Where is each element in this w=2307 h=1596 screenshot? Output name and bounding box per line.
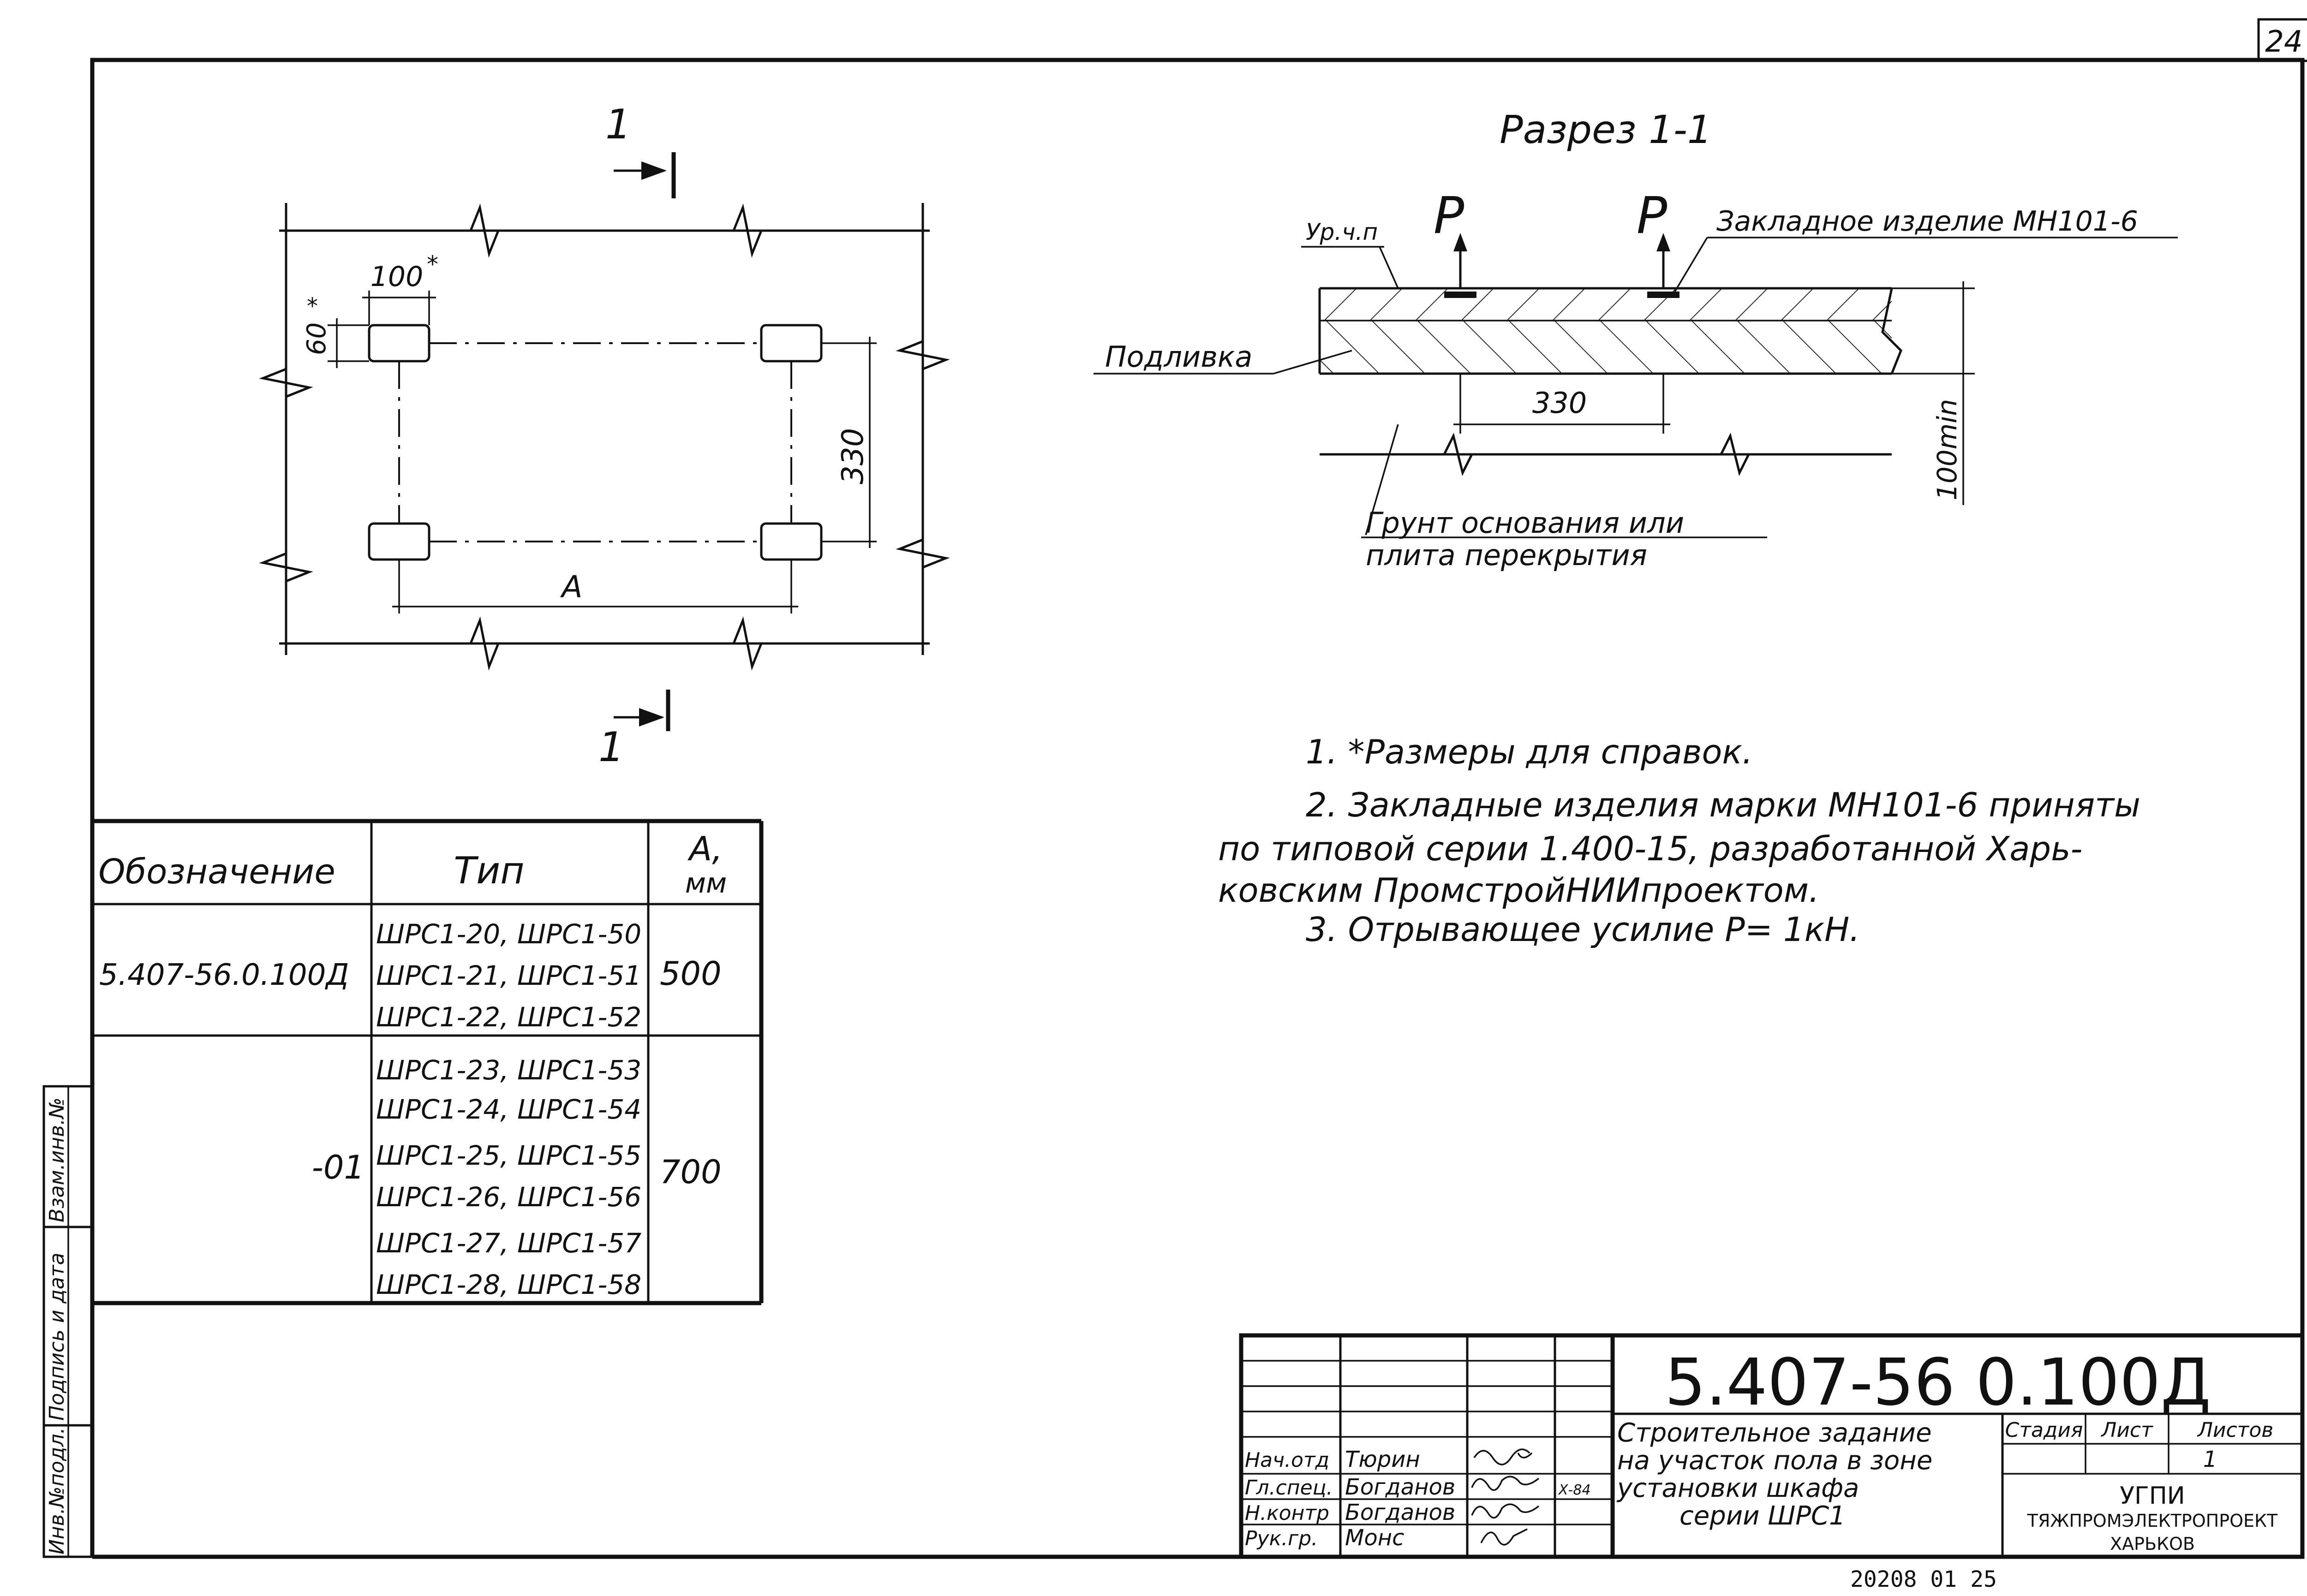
- signer-role: Н.контр: [1245, 1501, 1329, 1525]
- sheets-value: 1: [2203, 1447, 2217, 1472]
- embed-label: Закладное изделие МН101-6: [1716, 205, 2138, 238]
- org-2: ТЯЖПРОМЭЛЕКТРОПРОЕКТ: [2027, 1511, 2278, 1531]
- note-line: 2. Закладные изделия марки МН101-6 приня…: [1306, 786, 2140, 824]
- note-line: 3. Отрывающее усилие Р= 1кН.: [1306, 910, 1860, 949]
- row-type: ШРС1-27, ШРС1-57: [376, 1227, 641, 1259]
- side-stamp: Инв.№подл. Подпись и дата Взам.инв.№: [42, 1085, 94, 1558]
- notes: 1. *Размеры для справок. 2. Закладные из…: [1218, 732, 2140, 949]
- archive-number: 20208 01 25: [1850, 1566, 1997, 1592]
- signer-name: Тюрин: [1345, 1447, 1420, 1472]
- row-type: ШРС1-26, ШРС1-56: [376, 1181, 641, 1213]
- embed-item: [1647, 292, 1679, 298]
- embed-item: [1444, 292, 1476, 298]
- signer-role: Нач.отд: [1245, 1448, 1329, 1472]
- header-a: А,: [687, 829, 723, 868]
- org-1: УГПИ: [2120, 1482, 2185, 1510]
- date: Х-84: [1558, 1482, 1591, 1498]
- section-title: Разрез 1-1: [1500, 107, 1712, 152]
- description-line: серии ШРС1: [1679, 1501, 1846, 1531]
- dim-a: A: [560, 569, 582, 605]
- row-designation: 5.407-56.0.100Д: [99, 958, 349, 992]
- section-mark-bottom: 1: [598, 723, 624, 771]
- anchor-plate: [368, 522, 430, 561]
- dim-100min: 100min: [1931, 399, 1963, 500]
- row-designation: -01: [312, 1149, 365, 1186]
- sheets-header: Листов: [2197, 1418, 2273, 1442]
- signature-scribbles: [1471, 1448, 1540, 1546]
- header-designation: Обозначение: [98, 852, 335, 892]
- signer-name: Монс: [1345, 1525, 1405, 1551]
- load-p-2: Р: [1637, 186, 1667, 245]
- base-label-2: плита перекрытия: [1366, 538, 1647, 572]
- anchor-plate: [760, 522, 823, 561]
- svg-text:*: *: [427, 251, 438, 278]
- pour-layer: [1320, 321, 1892, 374]
- section-mark-top: 1: [605, 101, 631, 148]
- header-unit: мм: [685, 867, 727, 899]
- dim-100: 100: [371, 261, 424, 293]
- types-table: Обозначение Тип А, мм 5.407-56.0.100Д ШР…: [92, 819, 764, 1305]
- dim-330: 330: [836, 428, 870, 484]
- signer-role: Гл.спец.: [1245, 1476, 1333, 1500]
- description-line: Строительное задание: [1617, 1418, 1932, 1448]
- section-dim-330: 330: [1532, 386, 1587, 420]
- load-p-1: Р: [1434, 186, 1464, 245]
- row-type: ШРС1-28, ШРС1-58: [376, 1269, 641, 1300]
- sheet-number: 24: [2265, 25, 2302, 59]
- row-type: ШРС1-24, ШРС1-54: [376, 1094, 641, 1125]
- plan-view: 100 * 60 * 330 A 1 1: [259, 101, 950, 771]
- row-a: 500: [660, 955, 722, 993]
- description-line: установки шкафа: [1616, 1473, 1859, 1503]
- anchor-plate: [368, 324, 430, 363]
- row-type: ШРС1-22, ШРС1-52: [376, 1001, 641, 1033]
- drawing-code: 5.407-56 0.100Д: [1665, 1345, 2211, 1420]
- anchor-plate: [760, 324, 823, 363]
- stamp-signature-date: Подпись и дата: [45, 1253, 69, 1421]
- pour-label: Подливка: [1105, 340, 1252, 374]
- stamp-replacement-inv: Взам.инв.№: [45, 1097, 69, 1222]
- row-type: ШРС1-21, ШРС1-51: [376, 960, 641, 991]
- dim-60: 60: [302, 322, 332, 355]
- sheet-header: Лист: [2100, 1418, 2153, 1442]
- level-label: Ур.ч.п: [1306, 219, 1378, 245]
- stage-header: Стадия: [2005, 1418, 2083, 1442]
- title-block: 5.407-56 0.100Д Строительное задание на …: [1239, 1333, 2305, 1559]
- description-line: на участок пола в зоне: [1617, 1446, 1932, 1476]
- note-line: по типовой серии 1.400-15, разработанной…: [1218, 829, 2082, 868]
- row-a: 700: [660, 1153, 722, 1191]
- row-type: ШРС1-25, ШРС1-55: [376, 1140, 641, 1171]
- section-view: Разрез 1-1 Р Р Ур.ч.п: [1094, 107, 2178, 572]
- signer-name: Богданов: [1345, 1500, 1455, 1525]
- svg-text:*: *: [307, 293, 318, 319]
- header-type: Тип: [454, 849, 524, 892]
- org-3: ХАРЬКОВ: [2110, 1534, 2195, 1554]
- signer-name: Богданов: [1345, 1474, 1455, 1500]
- signer-role: Рук.гр.: [1245, 1527, 1318, 1550]
- row-type: ШРС1-20, ШРС1-50: [376, 918, 641, 950]
- stamp-inv-no: Инв.№подл.: [45, 1427, 69, 1554]
- note-line: ковским ПромстройНИИпроектом.: [1218, 871, 1819, 910]
- base-label-1: Грунт основания или: [1366, 506, 1684, 540]
- note-line: 1. *Размеры для справок.: [1306, 732, 1753, 771]
- floor-layer: [1320, 288, 1892, 321]
- row-type: ШРС1-23, ШРС1-53: [376, 1054, 641, 1086]
